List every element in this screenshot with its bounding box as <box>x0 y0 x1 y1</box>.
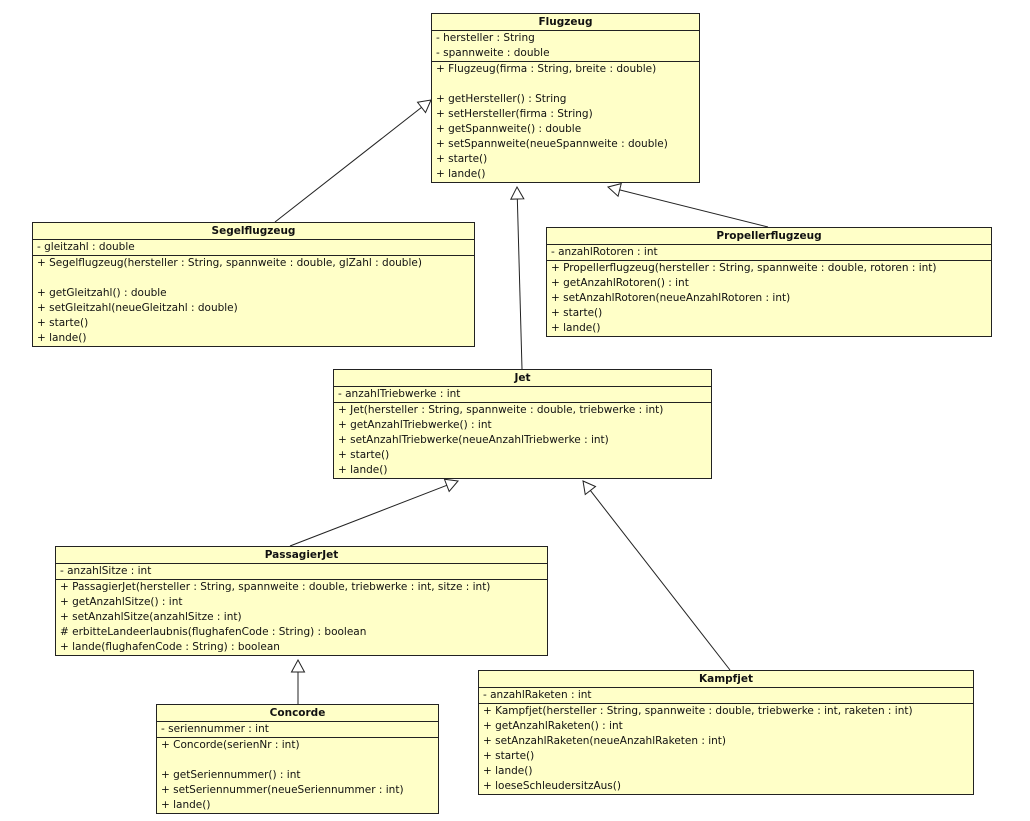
operation-row: + starte() <box>338 449 390 461</box>
attribute-compartment: - anzahlTriebwerke : int <box>334 387 711 403</box>
operation-row: + setAnzahlTriebwerke(neueAnzahlTriebwer… <box>338 434 609 446</box>
operation-row: + Segelflugzeug(hersteller : String, spa… <box>37 257 422 269</box>
operation-row: + lande() <box>483 765 533 777</box>
operation-row: + Propellerflugzeug(hersteller : String,… <box>551 262 937 274</box>
operation-row: + getAnzahlSitze() : int <box>60 596 183 608</box>
class-concorde[interactable]: Concorde- seriennummer : int + Concorde(s… <box>156 704 439 814</box>
attribute-compartment: - anzahlSitze : int <box>56 564 547 580</box>
operation-row: + starte() <box>551 307 603 319</box>
operation-row: # erbitteLandeerlaubnis(flughafenCode : … <box>60 626 367 638</box>
class-name: Propellerflugzeug <box>547 228 991 245</box>
operation-row: + lande() <box>338 464 388 476</box>
operation-compartment: + Segelflugzeug(hersteller : String, spa… <box>33 256 474 346</box>
generalization-jet-to-flugzeug <box>516 198 523 370</box>
operation-row: + starte() <box>436 153 488 165</box>
operation-row: + getAnzahlTriebwerke() : int <box>338 419 492 431</box>
attribute-row: - anzahlRotoren : int <box>551 246 658 258</box>
operation-row: + starte() <box>483 750 535 762</box>
operation-row: + setSpannweite(neueSpannweite : double) <box>436 138 668 150</box>
class-name: Jet <box>334 370 711 387</box>
operation-row: + setAnzahlRotoren(neueAnzahlRotoren : i… <box>551 292 791 304</box>
inheritance-arrowhead-icon <box>290 658 306 673</box>
operation-row: + setAnzahlSitze(anzahlSitze : int) <box>60 611 242 623</box>
operation-row: + setHersteller(firma : String) <box>436 108 593 120</box>
inheritance-arrowhead-icon <box>606 182 622 198</box>
generalization-kampfjet-to-jet <box>589 490 731 671</box>
class-propellerflugzeug[interactable]: Propellerflugzeug- anzahlRotoren : int + … <box>546 227 992 337</box>
operation-row: + Flugzeug(firma : String, breite : doub… <box>436 63 657 75</box>
operation-compartment: + Flugzeug(firma : String, breite : doub… <box>432 62 699 182</box>
class-name: PassagierJet <box>56 547 547 564</box>
operation-row: + getSeriennummer() : int <box>161 769 301 781</box>
attribute-row: - gleitzahl : double <box>37 241 135 253</box>
attribute-row: - hersteller : String <box>436 32 535 44</box>
generalization-propellerflugzeug-to-flugzeug <box>619 189 769 228</box>
operation-compartment: + Jet(hersteller : String, spannweite : … <box>334 403 711 478</box>
attribute-compartment: - gleitzahl : double <box>33 240 474 256</box>
operation-row <box>161 753 434 768</box>
attribute-row: - anzahlRaketen : int <box>483 689 592 701</box>
class-passagierjet[interactable]: PassagierJet- anzahlSitze : int + Passagi… <box>55 546 548 656</box>
operation-row <box>436 77 695 92</box>
operation-row: + PassagierJet(hersteller : String, span… <box>60 581 491 593</box>
inheritance-arrowhead-icon <box>510 185 525 200</box>
operation-row: + setAnzahlRaketen(neueAnzahlRaketen : i… <box>483 735 727 747</box>
attribute-row: - spannweite : double <box>436 47 550 59</box>
class-kampfjet[interactable]: Kampfjet- anzahlRaketen : int + Kampfjet(… <box>478 670 974 795</box>
attribute-compartment: - seriennummer : int <box>157 722 438 738</box>
attribute-row: - anzahlTriebwerke : int <box>338 388 461 400</box>
attribute-row: - seriennummer : int <box>161 723 269 735</box>
operation-row: + starte() <box>37 317 89 329</box>
inheritance-arrowhead-icon <box>416 99 432 114</box>
generalization-passagierjet-to-jet <box>289 484 447 547</box>
inheritance-arrowhead-icon <box>443 478 459 493</box>
operation-row: + getSpannweite() : double <box>436 123 582 135</box>
class-flugzeug[interactable]: Flugzeug- hersteller : String - spannweit… <box>431 13 700 183</box>
operation-row: + Concorde(serienNr : int) <box>161 739 300 751</box>
inheritance-arrowhead-icon <box>582 480 597 496</box>
generalization-segelflugzeug-to-flugzeug <box>274 106 422 223</box>
operation-row: + getAnzahlRotoren() : int <box>551 277 689 289</box>
operation-row: + getGleitzahl() : double <box>37 287 167 299</box>
operation-row: + lande() <box>551 322 601 334</box>
class-name: Flugzeug <box>432 14 699 31</box>
operation-row: + getAnzahlRaketen() : int <box>483 720 623 732</box>
operation-row: + lande() <box>161 799 211 811</box>
operation-row: + getHersteller() : String <box>436 93 567 105</box>
operation-compartment: + Kampfjet(hersteller : String, spannwei… <box>479 704 973 794</box>
class-jet[interactable]: Jet- anzahlTriebwerke : int + Jet(herstel… <box>333 369 712 479</box>
class-name: Segelflugzeug <box>33 223 474 240</box>
operation-row: + Kampfjet(hersteller : String, spannwei… <box>483 705 913 717</box>
class-name: Kampfjet <box>479 671 973 688</box>
attribute-row: - anzahlSitze : int <box>60 565 152 577</box>
operation-compartment: + Propellerflugzeug(hersteller : String,… <box>547 261 991 336</box>
operation-row: + loeseSchleudersitzAus() <box>483 780 621 792</box>
operation-compartment: + Concorde(serienNr : int) + getSeriennum… <box>157 738 438 813</box>
operation-row: + setSeriennummer(neueSeriennummer : int… <box>161 784 404 796</box>
operation-row: + lande() <box>37 332 87 344</box>
class-name: Concorde <box>157 705 438 722</box>
operation-row: + lande() <box>436 168 486 180</box>
operation-row <box>37 271 470 286</box>
attribute-compartment: - anzahlRaketen : int <box>479 688 973 704</box>
operation-row: + Jet(hersteller : String, spannweite : … <box>338 404 664 416</box>
attribute-compartment: - anzahlRotoren : int <box>547 245 991 261</box>
class-segelflugzeug[interactable]: Segelflugzeug- gleitzahl : double + Segel… <box>32 222 475 347</box>
attribute-compartment: - hersteller : String - spannweite : doub… <box>432 31 699 62</box>
operation-row: + setGleitzahl(neueGleitzahl : double) <box>37 302 238 314</box>
operation-row: + lande(flughafenCode : String) : boolea… <box>60 641 280 653</box>
operation-compartment: + PassagierJet(hersteller : String, span… <box>56 580 547 655</box>
